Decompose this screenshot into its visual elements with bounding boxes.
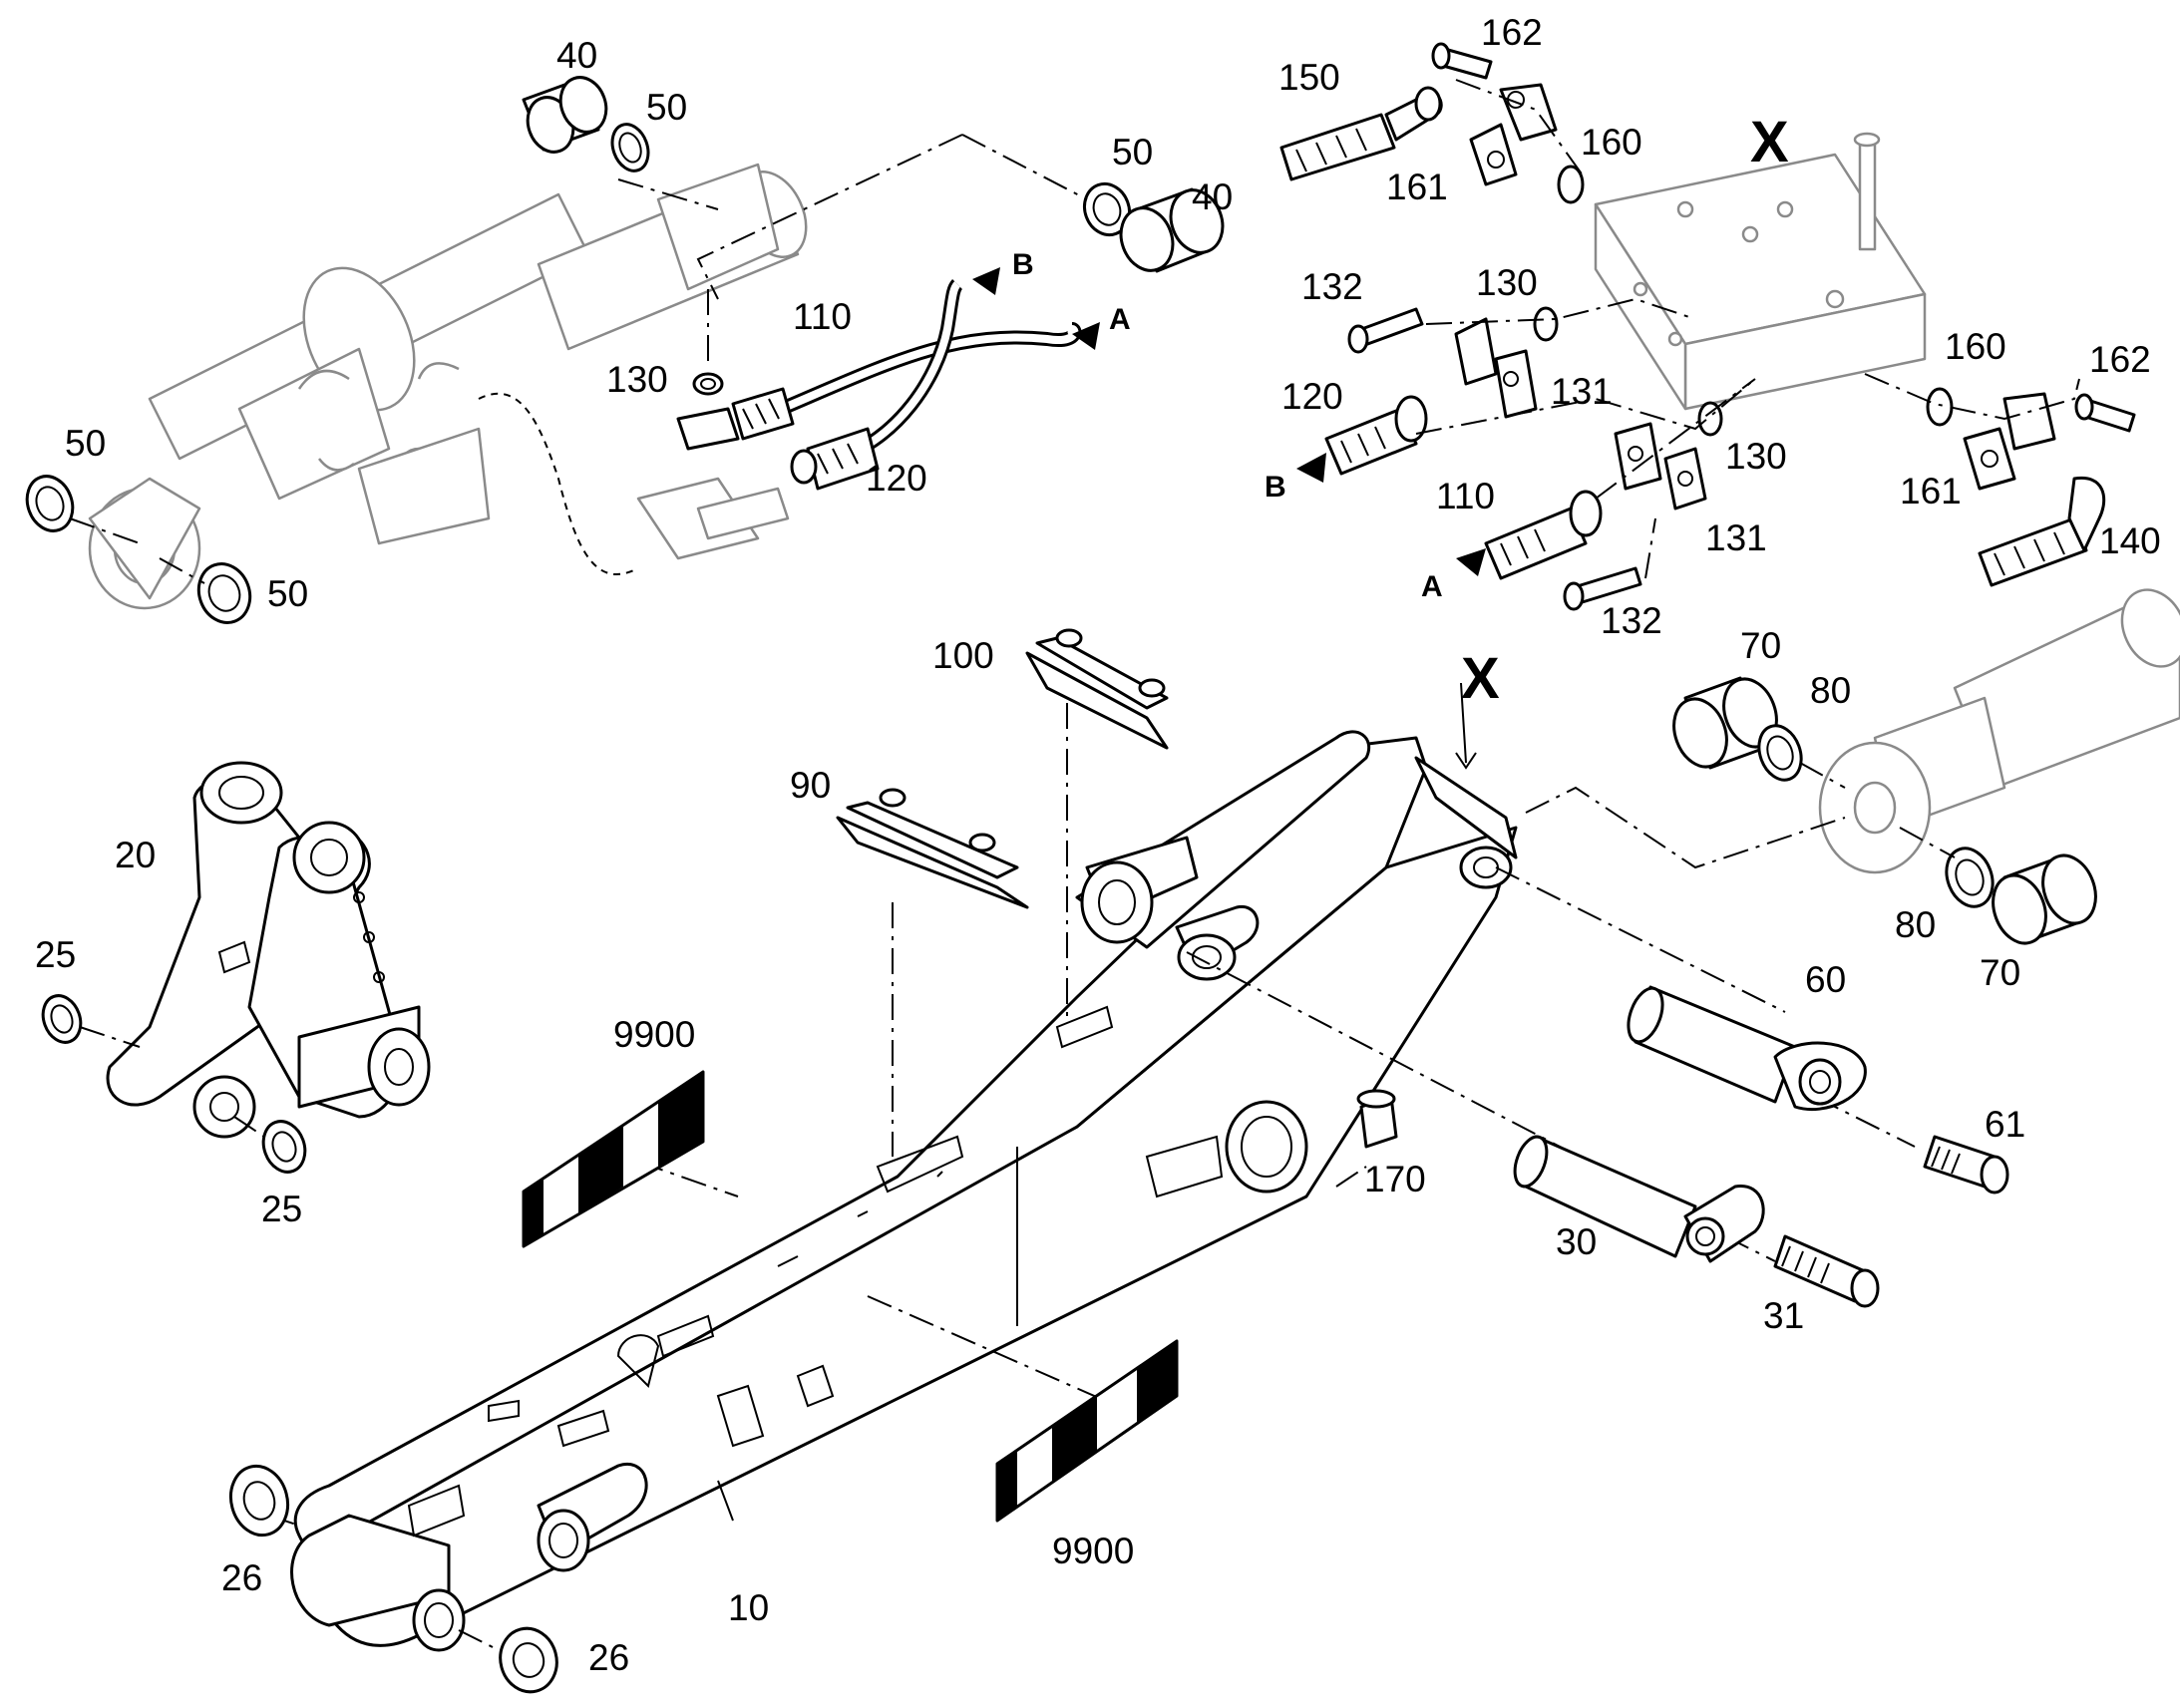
label-130-right: 130 (1725, 436, 1787, 477)
label-arrow-a-left: A (1109, 303, 1131, 336)
label-162-top: 162 (1481, 12, 1543, 53)
fitting-130-left (676, 372, 740, 451)
flange-131-low (1614, 401, 1723, 511)
bolt-132-low (1563, 566, 1642, 611)
valve-block-left (478, 392, 790, 575)
hose-150 (1279, 86, 1443, 181)
seal-50-bottom (196, 562, 252, 624)
flange-130-131-mid (1454, 306, 1559, 419)
flow-arrow-b-right (1296, 453, 1326, 483)
label-arrow-b-left: B (1012, 248, 1034, 281)
bushing-70-bottom (1992, 854, 2097, 945)
label-20: 20 (115, 835, 156, 875)
label-160-right: 160 (1945, 326, 2006, 367)
clamp-90 (836, 788, 1029, 909)
label-31: 31 (1763, 1295, 1804, 1336)
label-10: 10 (728, 1587, 769, 1628)
label-110-left: 110 (793, 296, 852, 337)
label-arrow-b-right: B (1265, 471, 1286, 504)
label-40-top: 40 (556, 35, 597, 76)
label-160-top: 160 (1581, 122, 1642, 163)
label-131-mid: 131 (1551, 371, 1613, 412)
bolt-132-top (1347, 307, 1424, 354)
hose-140 (1978, 476, 2106, 587)
hose-110-left (731, 322, 1082, 441)
marking-9900-top (522, 1070, 705, 1248)
label-80-bottom: 80 (1895, 904, 1936, 945)
label-x-top: X (1750, 110, 1789, 174)
label-161-right: 161 (1900, 471, 1962, 512)
label-100: 100 (932, 635, 994, 676)
manifold-block-x (1594, 132, 1927, 411)
pin-60 (1627, 985, 1867, 1112)
label-arrow-a-right: A (1421, 570, 1443, 603)
label-120-left: 120 (866, 458, 927, 499)
label-170: 170 (1364, 1159, 1426, 1199)
label-140: 140 (2099, 520, 2161, 561)
clamp-100 (1025, 628, 1169, 750)
label-9900-top: 9900 (613, 1014, 695, 1055)
label-26-right: 26 (588, 1637, 629, 1678)
label-130-mid: 130 (1476, 262, 1538, 303)
label-61: 61 (1985, 1104, 2025, 1145)
label-x-boom: X (1461, 646, 1500, 711)
label-150: 150 (1278, 57, 1340, 98)
bolt-162-top (1431, 42, 1493, 80)
seal-80-bottom (1945, 847, 1995, 908)
link-20 (106, 761, 431, 1139)
label-9900-bottom: 9900 (1052, 1531, 1134, 1571)
label-60: 60 (1805, 959, 1846, 1000)
label-90: 90 (790, 765, 831, 806)
seal-50-right (1082, 181, 1132, 237)
hose-120-left (790, 279, 963, 491)
label-40-right: 40 (1192, 176, 1233, 217)
bushing-40-right (1119, 187, 1225, 273)
boom-cylinder (88, 163, 808, 610)
label-132-low: 132 (1601, 600, 1662, 641)
label-80-top: 80 (1810, 670, 1851, 711)
pin-30 (1513, 1135, 1765, 1263)
seal-26-left (228, 1464, 290, 1537)
label-161-top: 161 (1386, 167, 1448, 207)
fitting-170 (1356, 1089, 1398, 1149)
label-131-low: 131 (1705, 517, 1767, 558)
hose-120-right (1324, 395, 1428, 476)
seal-26-right (499, 1626, 558, 1694)
arm-cylinder (1818, 588, 2180, 874)
flange-161-top (1469, 83, 1558, 186)
label-110-right: 110 (1436, 476, 1495, 516)
marking-9900-bottom (995, 1339, 1179, 1523)
seal-50-left (25, 475, 75, 532)
seal-25-bottom (261, 1120, 307, 1174)
bushing-40-top (522, 76, 608, 154)
label-50-right: 50 (1112, 132, 1153, 172)
label-50-top: 50 (646, 87, 687, 128)
label-30: 30 (1556, 1221, 1597, 1262)
seal-50-top (610, 123, 650, 172)
label-162-right: 162 (2089, 339, 2151, 380)
seal-80-top (1757, 724, 1803, 782)
flow-arrow-a-left (1072, 322, 1100, 350)
bolt-31 (1773, 1234, 1880, 1308)
label-25-top: 25 (35, 934, 76, 975)
hose-110-right (1484, 490, 1603, 580)
seal-160-top (1557, 165, 1585, 204)
label-132-top: 132 (1301, 266, 1363, 307)
label-50-left: 50 (65, 423, 106, 464)
seal-25-top (41, 994, 83, 1044)
label-70-top: 70 (1740, 625, 1781, 666)
label-120-right: 120 (1281, 376, 1343, 417)
flow-arrow-a-right (1456, 548, 1486, 576)
seal-160-right (1926, 387, 1954, 427)
boom-10 (290, 730, 1518, 1652)
label-25-bottom: 25 (261, 1189, 302, 1229)
flow-arrow-b-left (972, 267, 1000, 295)
label-26-left: 26 (221, 1557, 262, 1598)
bolt-162-right (2074, 393, 2136, 433)
bolt-61 (1923, 1135, 2009, 1195)
label-50-bottom: 50 (267, 573, 308, 614)
label-70-bottom: 70 (1980, 952, 2020, 993)
label-130-left: 130 (606, 359, 668, 400)
